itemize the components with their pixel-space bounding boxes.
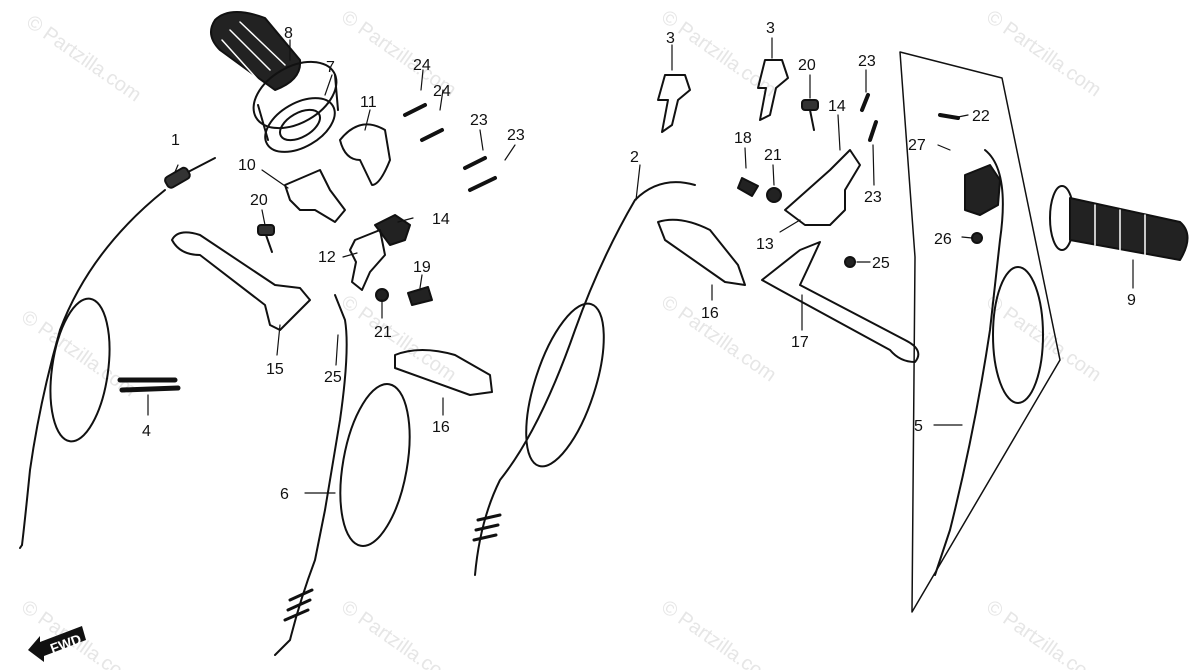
callout-number: 8 [284,25,293,42]
callout-number: 23 [864,189,882,206]
callout-number: 1 [171,132,180,149]
callout-layer: 8 7 11 24 24 23 23 1 10 20 14 12 19 21 1… [142,20,1136,503]
bolt-part [801,99,819,131]
washer-part [766,187,782,203]
watermark: © Partzilla.com [337,596,460,670]
bracket-part [657,74,691,133]
screw-part [860,93,870,112]
cable-part [934,149,1044,576]
screw-part [868,120,878,142]
callout-number: 5 [914,418,923,435]
callout-number: 10 [238,157,256,174]
left-grip-part [210,11,302,91]
callout-number: 23 [470,112,488,129]
watermark-layer: © Partzilla.com © Partzilla.com © Partzi… [17,6,1105,670]
callout-number: 7 [326,59,335,76]
callout-number: 4 [142,423,151,440]
brake-lever-part [761,241,920,363]
watermark: © Partzilla.com [982,596,1105,670]
screw-part [463,156,487,170]
screw-part [737,177,759,197]
throttle-housing-part [284,169,346,223]
lever-cover-part [657,218,746,286]
watermark: © Partzilla.com [337,291,460,386]
callout-number: 21 [764,147,782,164]
callout-number: 15 [266,361,284,378]
callout-number: 23 [858,53,876,70]
arrow-left-icon [28,626,86,662]
leader-lines [147,37,1134,494]
watermark: © Partzilla.com [657,596,780,670]
callout-number: 20 [250,192,268,209]
watermark: © Partzilla.com [982,6,1105,101]
callout-number: 6 [280,486,289,503]
callout-number: 22 [972,108,990,125]
right-grip-part [1049,185,1189,261]
callout-number: 27 [908,137,926,154]
cable-part [19,157,216,549]
callout-number: 26 [934,231,952,248]
throttle-tube-part [252,60,339,153]
callout-number: 12 [318,249,336,266]
screw-part [407,286,433,306]
switch-panel-part [899,51,1061,613]
callout-number: 18 [734,130,752,147]
nut-part [971,232,983,244]
callout-number: 19 [413,259,431,276]
cover-part [339,123,391,186]
screw-part [938,113,960,120]
watermark: © Partzilla.com [17,306,140,401]
callout-number: 24 [413,57,431,74]
callout-number: 17 [791,334,809,351]
callout-number: 3 [666,30,675,47]
cable-part [472,181,696,576]
callout-number: 21 [374,324,392,341]
callout-number: 13 [756,236,774,253]
watermark: © Partzilla.com [22,11,145,106]
callout-number: 20 [798,57,816,74]
callout-number: 25 [872,255,890,272]
callout-number: 24 [433,83,451,100]
clamp-part [117,377,181,393]
callout-number: 16 [432,419,450,436]
screw-part [420,128,444,142]
nut-part [844,256,856,268]
screw-part [403,103,427,117]
brake-bracket-part [784,149,861,226]
callout-number: 16 [701,305,719,322]
switch-part [964,164,1001,216]
clutch-lever-part [171,231,311,331]
callout-number: 3 [766,20,775,37]
lever-cover-part [394,349,493,396]
callout-number: 2 [630,149,639,166]
throttle-cable-part [274,294,411,656]
screw-part [468,176,497,192]
callout-number: 14 [828,98,846,115]
callout-number: 9 [1127,292,1136,309]
bracket-part [757,59,789,121]
callout-number: 14 [432,211,450,228]
callout-number: 11 [360,94,377,111]
bolt-part [257,224,275,253]
pivot-part [374,214,411,246]
callout-number: 23 [507,127,525,144]
callout-number: 25 [324,369,342,386]
nut-part [375,288,389,302]
lever-bracket-part [349,229,386,291]
